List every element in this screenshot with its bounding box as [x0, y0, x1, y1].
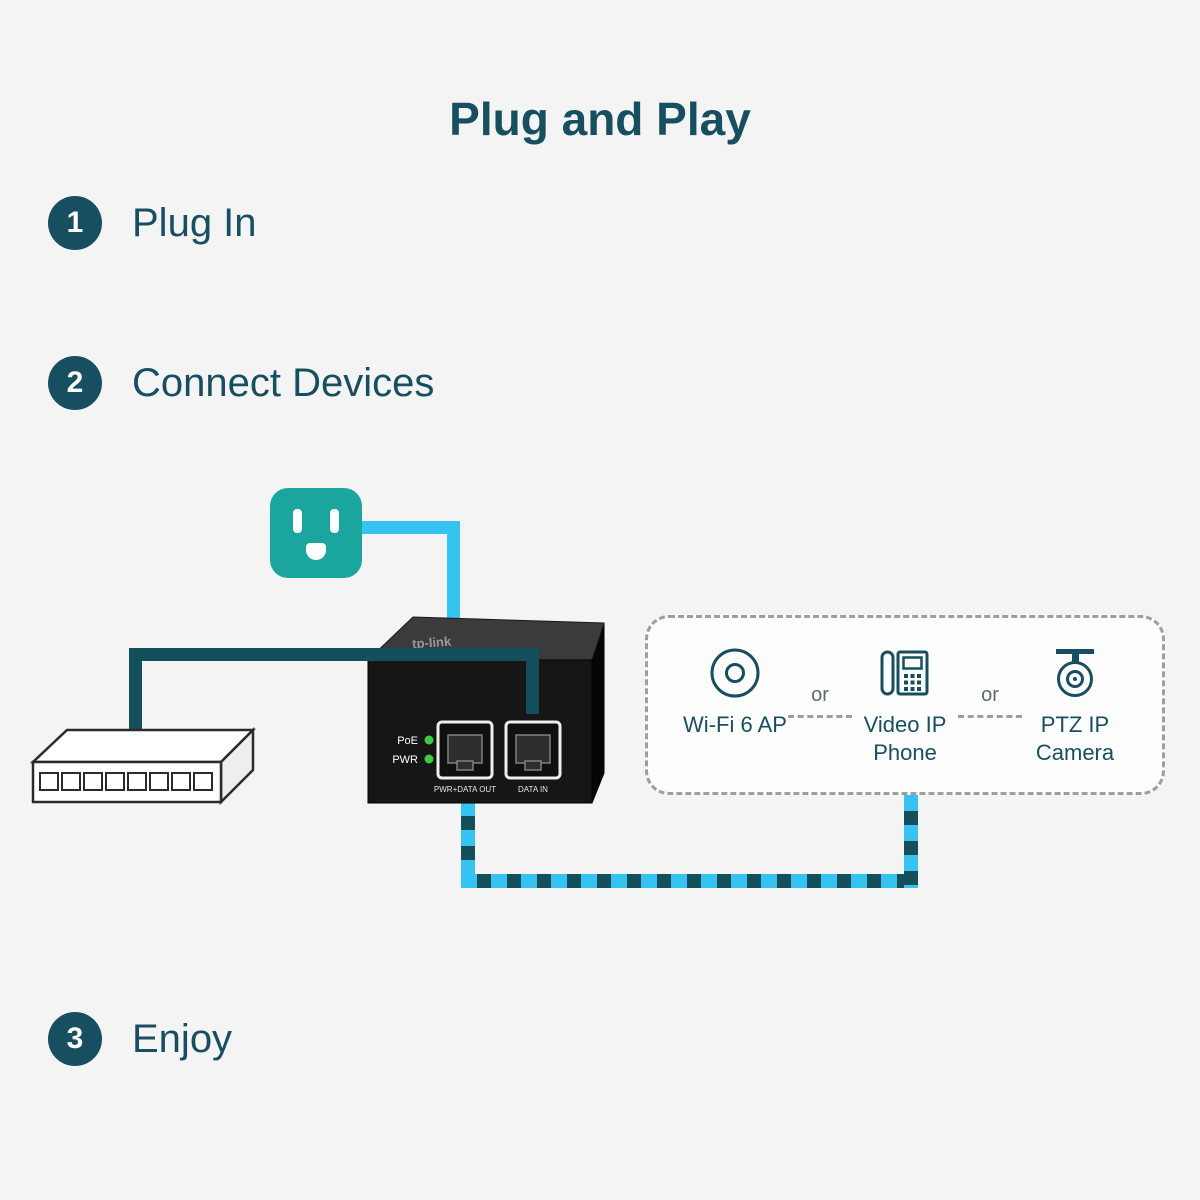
device-cable-segment-down: [461, 800, 475, 888]
compatible-devices-box: Wi-Fi 6 AP or: [645, 615, 1165, 795]
poe-led: [424, 735, 434, 745]
or-dashed-line: [958, 715, 1022, 718]
device-video-ip-phone: Video IP Phone: [852, 644, 958, 766]
switch-cable-horizontal: [129, 648, 539, 661]
power-outlet-icon: [270, 488, 362, 578]
pwr-led-label: PWR: [392, 754, 418, 766]
device-wifi-ap-label-line1: Wi-Fi 6 AP: [683, 712, 787, 737]
outlet-ground-hole: [306, 543, 326, 560]
or-label: or: [981, 684, 999, 706]
page-title: Plug and Play: [449, 93, 751, 145]
tp-link-logo: tp-link: [412, 634, 453, 652]
or-separator-1: or: [788, 684, 852, 718]
port-out-label: PWR+DATA OUT: [434, 785, 496, 794]
switch-ports: [39, 772, 213, 791]
step-2-badge: 2: [48, 356, 102, 410]
poe-injector-icon: tp-link PoE PWR PWR+DATA OUT DATA IN: [366, 616, 605, 804]
wifi-6-ap-icon: [707, 644, 763, 702]
poe-led-label: PoE: [397, 735, 418, 747]
device-ptz-camera-label-line2: Camera: [1035, 739, 1115, 765]
port-in-label: DATA IN: [518, 785, 548, 794]
device-video-ip-phone-label-line2: Phone: [873, 739, 937, 765]
step-3-label: Enjoy: [132, 1016, 233, 1061]
rj45-port-in: [504, 720, 562, 780]
video-ip-phone-icon: [877, 644, 933, 702]
or-dashed-line: [788, 715, 852, 718]
or-separator-2: or: [958, 684, 1022, 718]
rj45-port-out: [436, 720, 494, 780]
device-video-ip-phone-label: Video IP Phone: [864, 711, 947, 766]
device-video-ip-phone-label-line1: Video IP: [863, 712, 947, 737]
network-switch-icon: [29, 726, 257, 805]
outlet-slot-left: [293, 509, 302, 533]
step-3: 3 Enjoy: [48, 1012, 232, 1066]
switch-cable-drop: [526, 648, 539, 714]
step-1-label: Plug In: [132, 200, 257, 245]
device-wifi-ap: Wi-Fi 6 AP: [682, 644, 788, 739]
power-cable-horizontal: [358, 521, 460, 534]
outlet-slot-right: [330, 509, 339, 533]
device-ptz-camera-label-line1: PTZ IP: [1040, 712, 1110, 737]
device-ptz-camera-label: PTZ IP Camera: [1036, 711, 1114, 766]
ptz-ip-camera-icon: [1047, 644, 1103, 702]
step-2: 2 Connect Devices: [48, 356, 434, 410]
step-1: 1 Plug In: [48, 196, 257, 250]
pwr-led: [424, 754, 434, 764]
device-cable-segment-up: [904, 795, 918, 888]
device-ptz-camera: PTZ IP Camera: [1022, 644, 1128, 766]
power-cable-vertical: [447, 521, 460, 643]
device-cable-segment-across: [461, 874, 918, 888]
step-1-badge: 1: [48, 196, 102, 250]
or-label: or: [811, 684, 829, 706]
device-wifi-ap-label: Wi-Fi 6 AP: [683, 711, 787, 739]
step-2-label: Connect Devices: [132, 360, 435, 405]
step-3-badge: 3: [48, 1012, 102, 1066]
